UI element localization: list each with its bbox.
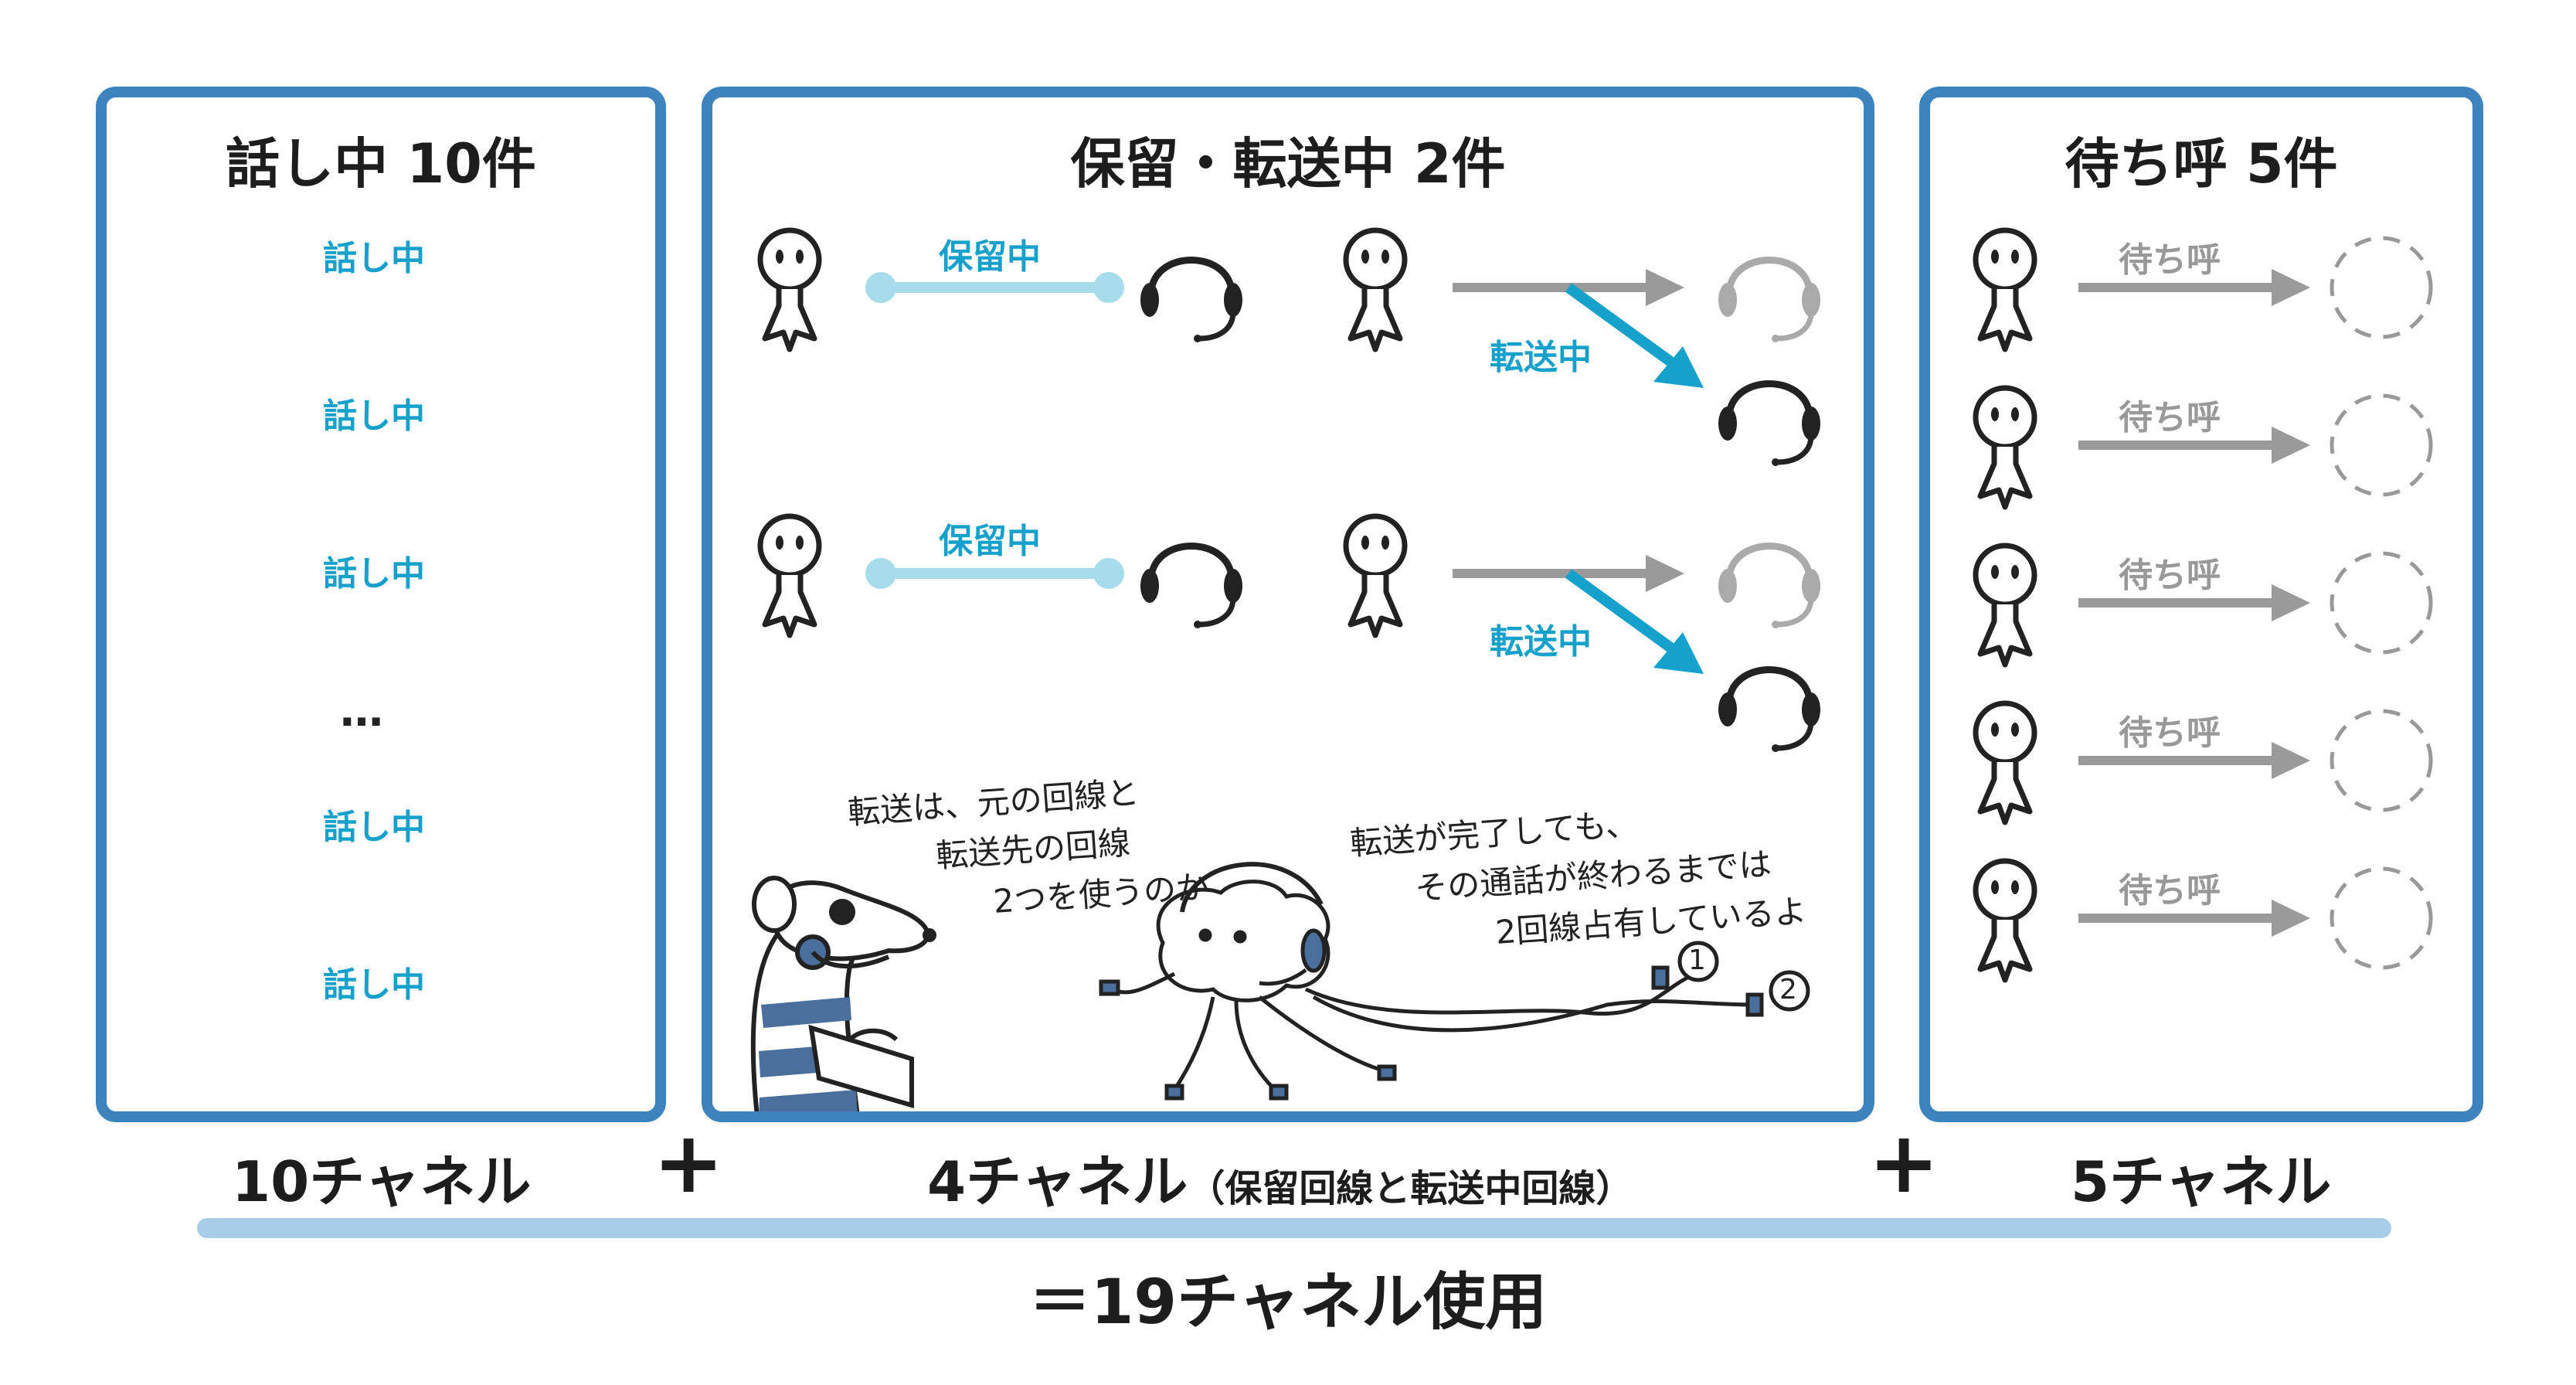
operator-mascot-icon (1099, 862, 1810, 1101)
hold-transfer-rows (760, 230, 1820, 752)
waiting-label: 待ち呼 (2119, 556, 2221, 595)
talking-channels: 10チャネル (232, 1149, 532, 1214)
cable-mark-1: 1 (1688, 944, 1706, 976)
transfer-label: 転送中 (1490, 338, 1592, 377)
hold-transfer-channels: 4チャネル（保留回線と転送中回線） (927, 1136, 1633, 1217)
talking-panel-title: 話し中 10件 (226, 132, 536, 196)
waiting-label: 待ち呼 (2119, 871, 2221, 910)
waiting-panel-title: 待ち呼 5件 (2065, 132, 2338, 196)
total-channels-value: 19チャネル使用 (1090, 1266, 1548, 1338)
ellipsis: … (340, 686, 383, 737)
cable-mark-2: 2 (1779, 974, 1797, 1006)
hold-transfer-channels-main: 4チャネル (927, 1149, 1188, 1214)
talk-label: 話し中 (323, 396, 425, 436)
equals-sign: ＝ (1028, 1266, 1091, 1338)
talk-label: 話し中 (323, 554, 425, 594)
waiting-panel: 待ち呼 5件 (1919, 87, 2483, 1122)
hold-transfer-channels-note: （保留回線と転送中回線） (1188, 1167, 1633, 1210)
transfer-label: 転送中 (1490, 622, 1592, 662)
mouse-speech: 転送は、元の回線と 転送先の回線 2つを使うのか (846, 773, 1210, 920)
talking-panel: 話し中 10件 (96, 87, 666, 1122)
hold-transfer-panel: 保留・転送中 2件 (702, 87, 1874, 1122)
waiting-label: 待ち呼 (2119, 398, 2221, 437)
plus-sign-1: + (653, 1113, 725, 1212)
plus-sign-2: + (1868, 1113, 1940, 1212)
hold-label: 保留中 (939, 522, 1041, 561)
talk-label: 話し中 (323, 808, 425, 847)
mouse-mascot-icon (750, 876, 936, 1119)
sum-underline (197, 1218, 2391, 1238)
hold-transfer-panel-title: 保留・転送中 2件 (1070, 132, 1506, 196)
operator-speech: 転送が完了しても、 その通話が終わるまでは 2回線占有しているよ (1348, 804, 1808, 951)
waiting-label: 待ち呼 (2119, 713, 2221, 753)
waiting-channels: 5チャネル (2071, 1149, 2332, 1214)
talk-label: 話し中 (323, 239, 425, 278)
hold-label: 保留中 (939, 237, 1041, 277)
talk-label: 話し中 (323, 965, 425, 1005)
total-channels: ＝19チャネル使用 (0, 1252, 2576, 1342)
waiting-label: 待ち呼 (2119, 240, 2221, 280)
